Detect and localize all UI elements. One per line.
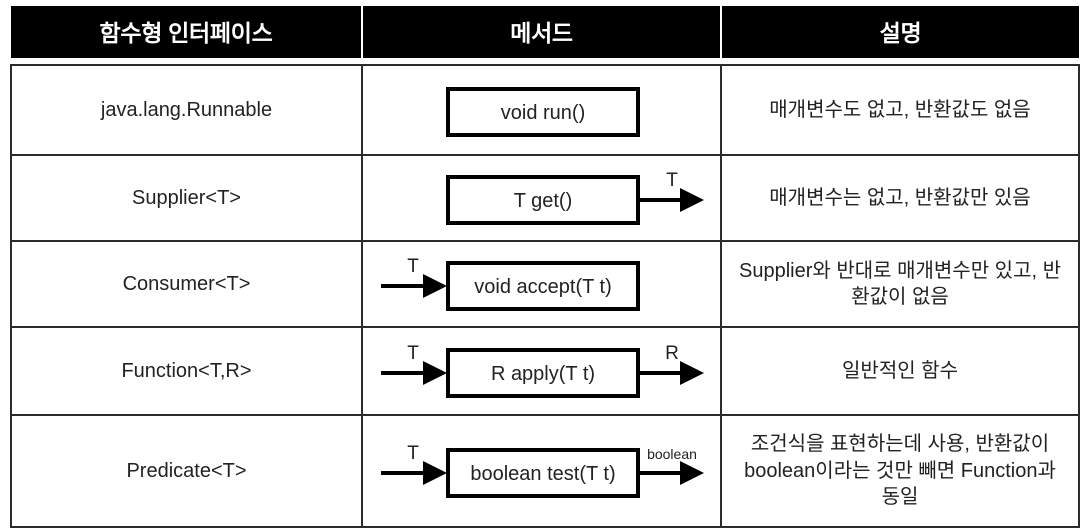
cell-interface-name: Supplier<T> xyxy=(10,154,363,242)
cell-interface-name: Predicate<T> xyxy=(10,414,363,528)
input-arrow-label: T xyxy=(407,343,419,364)
method-signature-box xyxy=(446,448,640,498)
method-signature-box xyxy=(446,348,640,398)
input-arrow-label: T xyxy=(407,443,419,464)
diagram-container: void run() xyxy=(363,66,720,154)
diagram-container: T get() T xyxy=(363,156,720,240)
cell-method-diagram: T get() T xyxy=(361,154,722,242)
interface-name-text: Supplier<T> xyxy=(132,186,241,209)
table-head: 함수형 인터페이스 메서드 설명 xyxy=(11,6,1079,65)
method-signature-text: void accept(T t) xyxy=(474,276,611,298)
functional-interface-table-wrapper: 함수형 인터페이스 메서드 설명 java.lang.Runnable void … xyxy=(10,6,1080,528)
method-signature-text: T get() xyxy=(514,190,573,212)
method-diagram: T get() T xyxy=(446,170,704,225)
description-text: 매개변수도 없고, 반환값도 없음 xyxy=(769,98,1031,121)
interface-name-text: Function<T,R> xyxy=(121,359,252,382)
cell-description: 일반적인 함수 xyxy=(720,326,1080,416)
header-spacer-cell xyxy=(721,58,1079,65)
interface-name-text: java.lang.Runnable xyxy=(100,98,273,121)
table-body: java.lang.Runnable void run() 매개변수도 없고, 반환… xyxy=(10,64,1080,528)
interface-name-text: Consumer<T> xyxy=(122,272,251,295)
method-signature-text: void run() xyxy=(501,102,585,124)
header-spacer-cell xyxy=(11,58,362,65)
diagram-container: T R apply(T t) R xyxy=(363,328,720,414)
header-spacer-cell xyxy=(362,58,721,65)
method-diagram: void run() xyxy=(446,87,640,137)
output-arrow-label: boolean xyxy=(647,446,697,462)
description-text: Supplier와 반대로 매개변수만 있고, 반환값이 없음 xyxy=(739,259,1061,308)
output-arrow-label: T xyxy=(666,170,678,191)
cell-interface-name: Consumer<T> xyxy=(10,240,363,328)
interface-name-text: Predicate<T> xyxy=(126,459,247,482)
table-row: Supplier<T> T get() T 매개변수는 없고, 반환값만 있음 xyxy=(10,154,1080,242)
method-diagram: T R apply(T t) R xyxy=(381,343,704,398)
method-signature-box xyxy=(446,261,640,311)
column-header-interface: 함수형 인터페이스 xyxy=(11,6,363,58)
method-signature-text: R apply(T t) xyxy=(491,363,595,385)
cell-method-diagram: void run() xyxy=(361,64,722,156)
column-header-description: 설명 xyxy=(720,6,1079,58)
column-header-method: 메서드 xyxy=(361,6,722,58)
input-arrow-label: T xyxy=(407,256,419,277)
description-text: 일반적인 함수 xyxy=(842,359,958,382)
table-header-row: 함수형 인터페이스 메서드 설명 xyxy=(11,6,1079,58)
cell-description: 매개변수도 없고, 반환값도 없음 xyxy=(720,64,1080,156)
description-text: 조건식을 표현하는데 사용, 반환값이 boolean이라는 것만 빼면 Fun… xyxy=(744,433,1056,509)
functional-interface-table: 함수형 인터페이스 메서드 설명 java.lang.Runnable void … xyxy=(10,6,1080,528)
cell-description: 매개변수는 없고, 반환값만 있음 xyxy=(720,154,1080,242)
method-signature-box xyxy=(446,175,640,225)
description-text: 매개변수는 없고, 반환값만 있음 xyxy=(769,186,1031,209)
table-row: Function<T,R> T R apply(T t) R 일반적인 함수 xyxy=(10,326,1080,416)
header-spacer xyxy=(11,58,1079,65)
method-signature-box xyxy=(446,87,640,137)
cell-interface-name: Function<T,R> xyxy=(10,326,363,416)
table-row: java.lang.Runnable void run() 매개변수도 없고, 반환… xyxy=(10,64,1080,156)
method-signature-text: boolean test(T t) xyxy=(470,463,615,485)
cell-description: 조건식을 표현하는데 사용, 반환값이 boolean이라는 것만 빼면 Fun… xyxy=(720,414,1080,528)
cell-interface-name: java.lang.Runnable xyxy=(10,64,363,156)
cell-method-diagram: T R apply(T t) R xyxy=(361,326,722,416)
output-arrow-label: R xyxy=(665,343,679,364)
cell-description: Supplier와 반대로 매개변수만 있고, 반환값이 없음 xyxy=(720,240,1080,328)
